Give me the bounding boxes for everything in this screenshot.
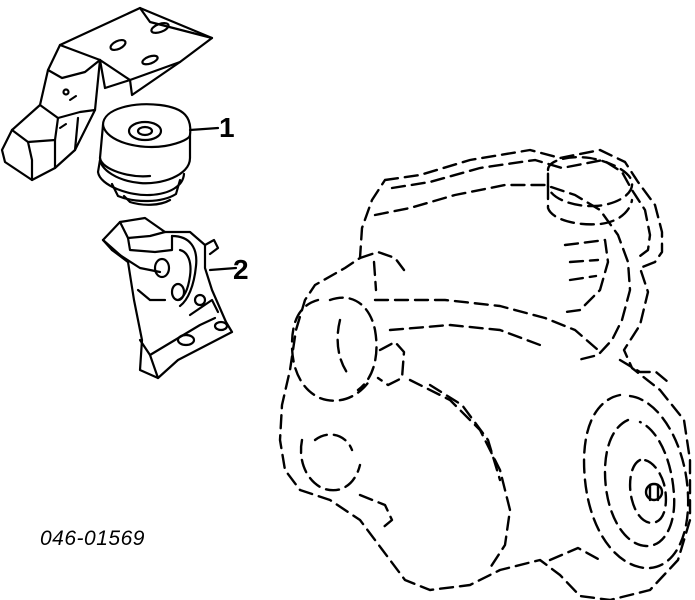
callout-label-part-2: 2 (233, 254, 249, 285)
mount-insulator-part-1 (96, 103, 220, 206)
engine-mount-bracket-part-2 (101, 216, 238, 380)
engine-phantom-outline (278, 148, 692, 600)
diagram-reference-code: 046-01569 (40, 527, 145, 550)
engine-crank-hub (644, 482, 664, 502)
callout-label-part-1: 1 (219, 112, 235, 143)
upper-mount-bracket (0, 6, 214, 182)
